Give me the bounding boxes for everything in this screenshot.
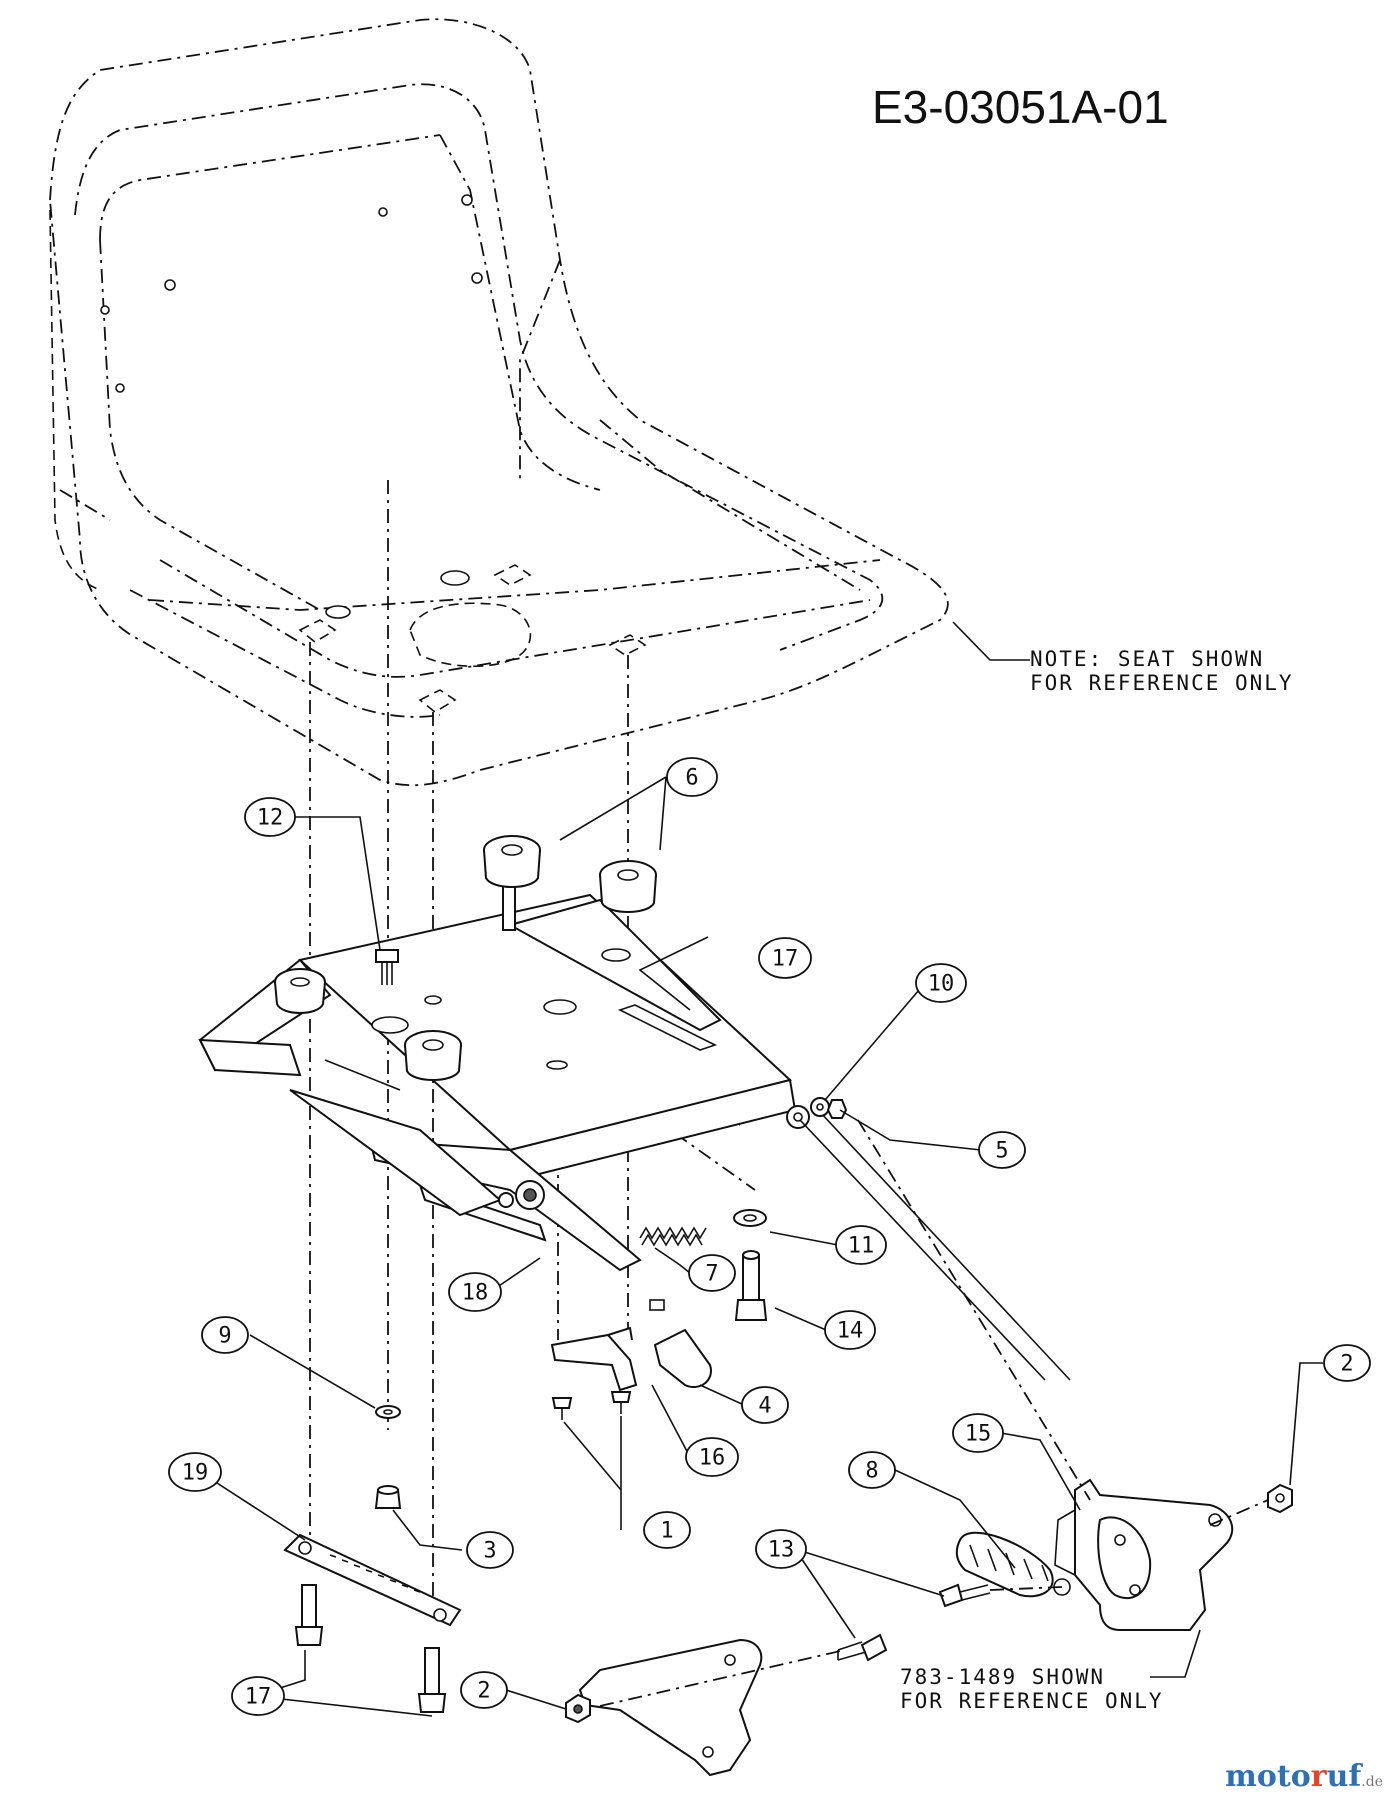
bolt-12 [375,949,399,985]
washer-9 [375,1405,401,1419]
callout-13-label: 13 [768,1538,795,1563]
callout-2-bottom: 2 [460,1671,508,1709]
shoulder-bolts-17 [294,1584,447,1713]
spring-7 [639,1226,707,1247]
callout-14-label: 14 [837,1319,864,1344]
callout-6-label: 6 [685,766,698,791]
callout-7: 7 [688,1254,736,1292]
seat-note-leader [952,621,1030,661]
nut-3 [374,1485,402,1509]
callout-9-label: 9 [218,1324,231,1349]
callout-19: 19 [168,1452,222,1492]
callout-10-label: 10 [928,972,955,997]
callout-16-label: 16 [699,1446,726,1471]
assembly-line-2 [1209,1499,1269,1526]
callout-5-label: 5 [995,1139,1008,1164]
callout-3-label: 3 [483,1539,496,1564]
callout-2-bottom-label: 2 [477,1679,490,1704]
callout-17-top: 17 [758,937,812,979]
callout-4: 4 [741,1386,789,1424]
handle-4 [649,1299,712,1388]
callout-8: 8 [848,1451,896,1489]
pivot-bracket-15 [1054,1478,1234,1631]
shoulder-bolt-14 [734,1250,768,1321]
callout-4-label: 4 [758,1394,771,1419]
callout-16: 16 [685,1437,739,1477]
diagram-id: E3-03051A-01 [872,81,1169,133]
bushings [274,835,657,1081]
seat-note-line2: FOR REFERENCE ONLY [1030,671,1294,695]
callout-12-label: 12 [257,806,284,831]
nut-2-bottom [565,1693,591,1724]
callout-18-label: 18 [462,1281,489,1306]
bolt-13-small [938,1583,991,1608]
callout-18: 18 [448,1272,502,1312]
part-note-line1: 783-1489 SHOWN [900,1665,1105,1689]
callout-6: 6 [666,757,718,797]
assembly-line-8 [989,1586,1063,1591]
callout-11: 11 [835,1225,887,1265]
callout-8-label: 8 [865,1459,878,1484]
bottom-bracket [578,1638,763,1777]
bolt-13-large [837,1633,888,1662]
washer-10-nut-5 [810,1097,848,1119]
seat-adjust-bracket [198,871,1071,1381]
callout-17-bottom: 17 [231,1676,285,1716]
callout-15-label: 15 [965,1422,992,1447]
callout-17-top-label: 17 [772,947,799,972]
watermark-logo: motoruf.de [1225,1759,1383,1794]
bracket-16 [550,1326,638,1392]
assembly-line-13 [599,1649,846,1707]
callout-14: 14 [824,1310,876,1350]
callout-2-right-label: 2 [1340,1352,1353,1377]
callout-13: 13 [755,1529,807,1569]
washer-11 [733,1209,767,1227]
callout-5: 5 [978,1131,1026,1169]
callout-3: 3 [466,1531,514,1569]
callout-1: 1 [643,1511,691,1549]
callout-10: 10 [915,963,967,1003]
callout-2-right: 2 [1323,1344,1371,1382]
callout-12: 12 [244,797,296,837]
callout-9: 9 [201,1316,249,1354]
callout-11-label: 11 [848,1234,875,1259]
seat-outline [49,18,949,787]
nut-2-right [1267,1483,1293,1514]
callout-17-bottom-label: 17 [245,1685,272,1710]
part-note-line2: FOR REFERENCE ONLY [900,1689,1164,1713]
callout-15: 15 [952,1413,1004,1453]
callout-1-label: 1 [660,1519,673,1544]
spring-8 [955,1531,1071,1598]
seat-note-line1: NOTE: SEAT SHOWN [1030,647,1264,671]
screws-1 [551,1391,632,1420]
rail-19 [283,1533,462,1627]
callout-19-label: 19 [182,1461,209,1486]
leader-lines [199,776,1323,1717]
callout-7-label: 7 [705,1262,718,1287]
